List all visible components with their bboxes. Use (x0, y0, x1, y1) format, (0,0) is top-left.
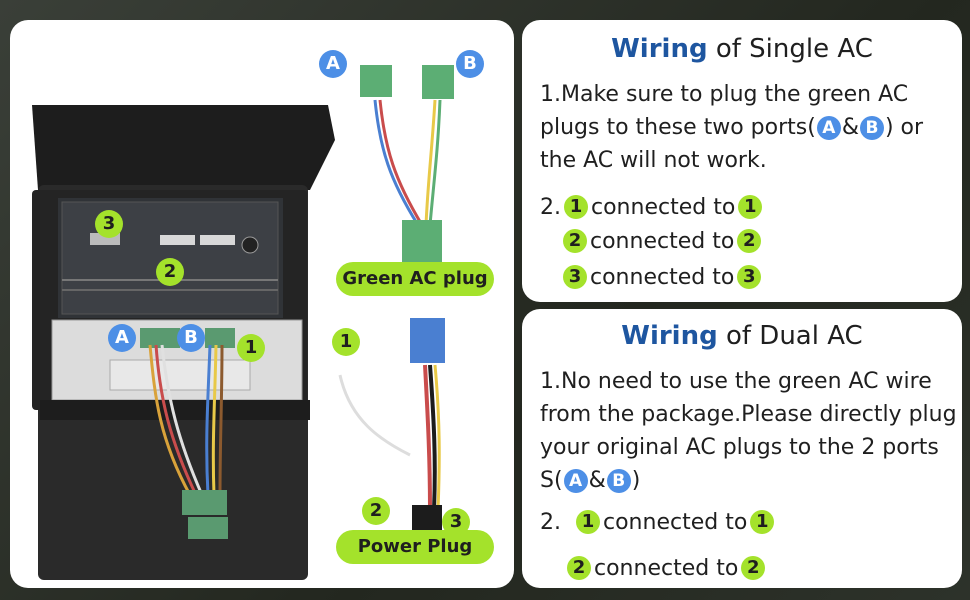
port-3-marker: 3 (95, 210, 123, 238)
single-ac-step1-line2-end: ) or (884, 115, 924, 140)
green-ac-harness-image (360, 65, 454, 265)
num-badge: 1 (750, 510, 775, 534)
power-harness-image (338, 318, 445, 545)
ampersand: & (841, 115, 859, 140)
single-ac-step1-line2-text: plugs to these two ports( (540, 115, 816, 140)
single-ac-title-bold: Wiring (611, 34, 708, 64)
port-a-badge: A (563, 469, 588, 493)
dual-ac-step1-line4: S(A&B) (540, 464, 957, 497)
num-badge: 3 (563, 265, 587, 289)
single-ac-connection-2: 2 connected to 2 (560, 226, 764, 256)
num-badge: 2 (737, 229, 762, 253)
single-ac-title: Wiring of Single AC (522, 34, 962, 64)
num-badge: 1 (576, 510, 600, 534)
num-badge: 3 (737, 265, 762, 289)
num-badge: 2 (567, 556, 591, 580)
plug-2-marker: 2 (362, 497, 390, 525)
product-illustration (32, 65, 454, 580)
single-ac-connection-3: 3 connected to 3 (560, 262, 764, 292)
num-badge: 2 (563, 229, 587, 253)
green-connectors (182, 490, 228, 539)
port-a-badge: A (816, 116, 841, 140)
unit-port-a-marker: A (108, 324, 136, 352)
single-ac-step2-prefix: 2. (540, 194, 561, 220)
dual-ac-step1-line4-prefix: S( (540, 468, 563, 493)
power-plug-label: Power Plug (336, 530, 494, 564)
dual-ac-step1-line1: 1.No need to use the green AC wire (540, 369, 932, 394)
green-ac-plug-label: Green AC plug (336, 262, 494, 296)
single-ac-step1: 1.Make sure to plug the green AC plugs t… (540, 78, 923, 177)
head-unit-wires (148, 344, 224, 496)
dual-ac-step1-line3: your original AC plugs to the 2 ports (540, 435, 939, 460)
ampersand: & (588, 468, 606, 493)
dual-ac-connection-2: 2 connected to 2 (564, 553, 768, 583)
dual-ac-panel: Wiring of Dual AC 1.No need to use the g… (522, 309, 962, 588)
dual-ac-title-rest: of Dual AC (717, 321, 863, 351)
connected-to-text: connected to (590, 264, 735, 290)
num-badge: 1 (738, 195, 763, 219)
dual-ac-step1-line2: from the package.Please directly plug (540, 402, 957, 427)
dual-ac-step2-prefix: 2. (540, 509, 561, 535)
single-ac-connection-1: 2. 1 connected to 1 (540, 192, 765, 222)
port-1-marker: 1 (237, 334, 265, 362)
single-ac-step1-line3: the AC will not work. (540, 148, 767, 173)
connected-to-text: connected to (594, 555, 739, 581)
connected-to-text: connected to (590, 228, 735, 254)
dual-ac-connection-1: 2. 1 connected to 1 (540, 507, 777, 537)
port-2-marker: 2 (156, 258, 184, 286)
connected-to-text: connected to (603, 509, 748, 535)
single-ac-panel: Wiring of Single AC 1.Make sure to plug … (522, 20, 962, 302)
product-photo-panel: A B 3 2 A B 1 1 2 3 Green AC plug Power … (10, 20, 514, 588)
dual-ac-title: Wiring of Dual AC (522, 321, 962, 351)
port-b-marker: B (456, 50, 484, 78)
plug-1-marker: 1 (332, 328, 360, 356)
num-badge: 1 (564, 195, 588, 219)
port-b-badge: B (859, 116, 884, 140)
num-badge: 2 (741, 556, 766, 580)
connected-to-text: connected to (591, 194, 736, 220)
port-b-badge: B (606, 469, 631, 493)
single-ac-title-rest: of Single AC (707, 34, 873, 64)
port-a-marker: A (319, 50, 347, 78)
dual-ac-step1-line4-suffix: ) (631, 468, 641, 493)
single-ac-step1-line1: 1.Make sure to plug the green AC (540, 82, 909, 107)
dual-ac-step1: 1.No need to use the green AC wire from … (540, 365, 957, 497)
dual-ac-title-bold: Wiring (621, 321, 718, 351)
unit-port-b-marker: B (177, 324, 205, 352)
single-ac-step1-line2: plugs to these two ports(A&B) or (540, 111, 923, 144)
